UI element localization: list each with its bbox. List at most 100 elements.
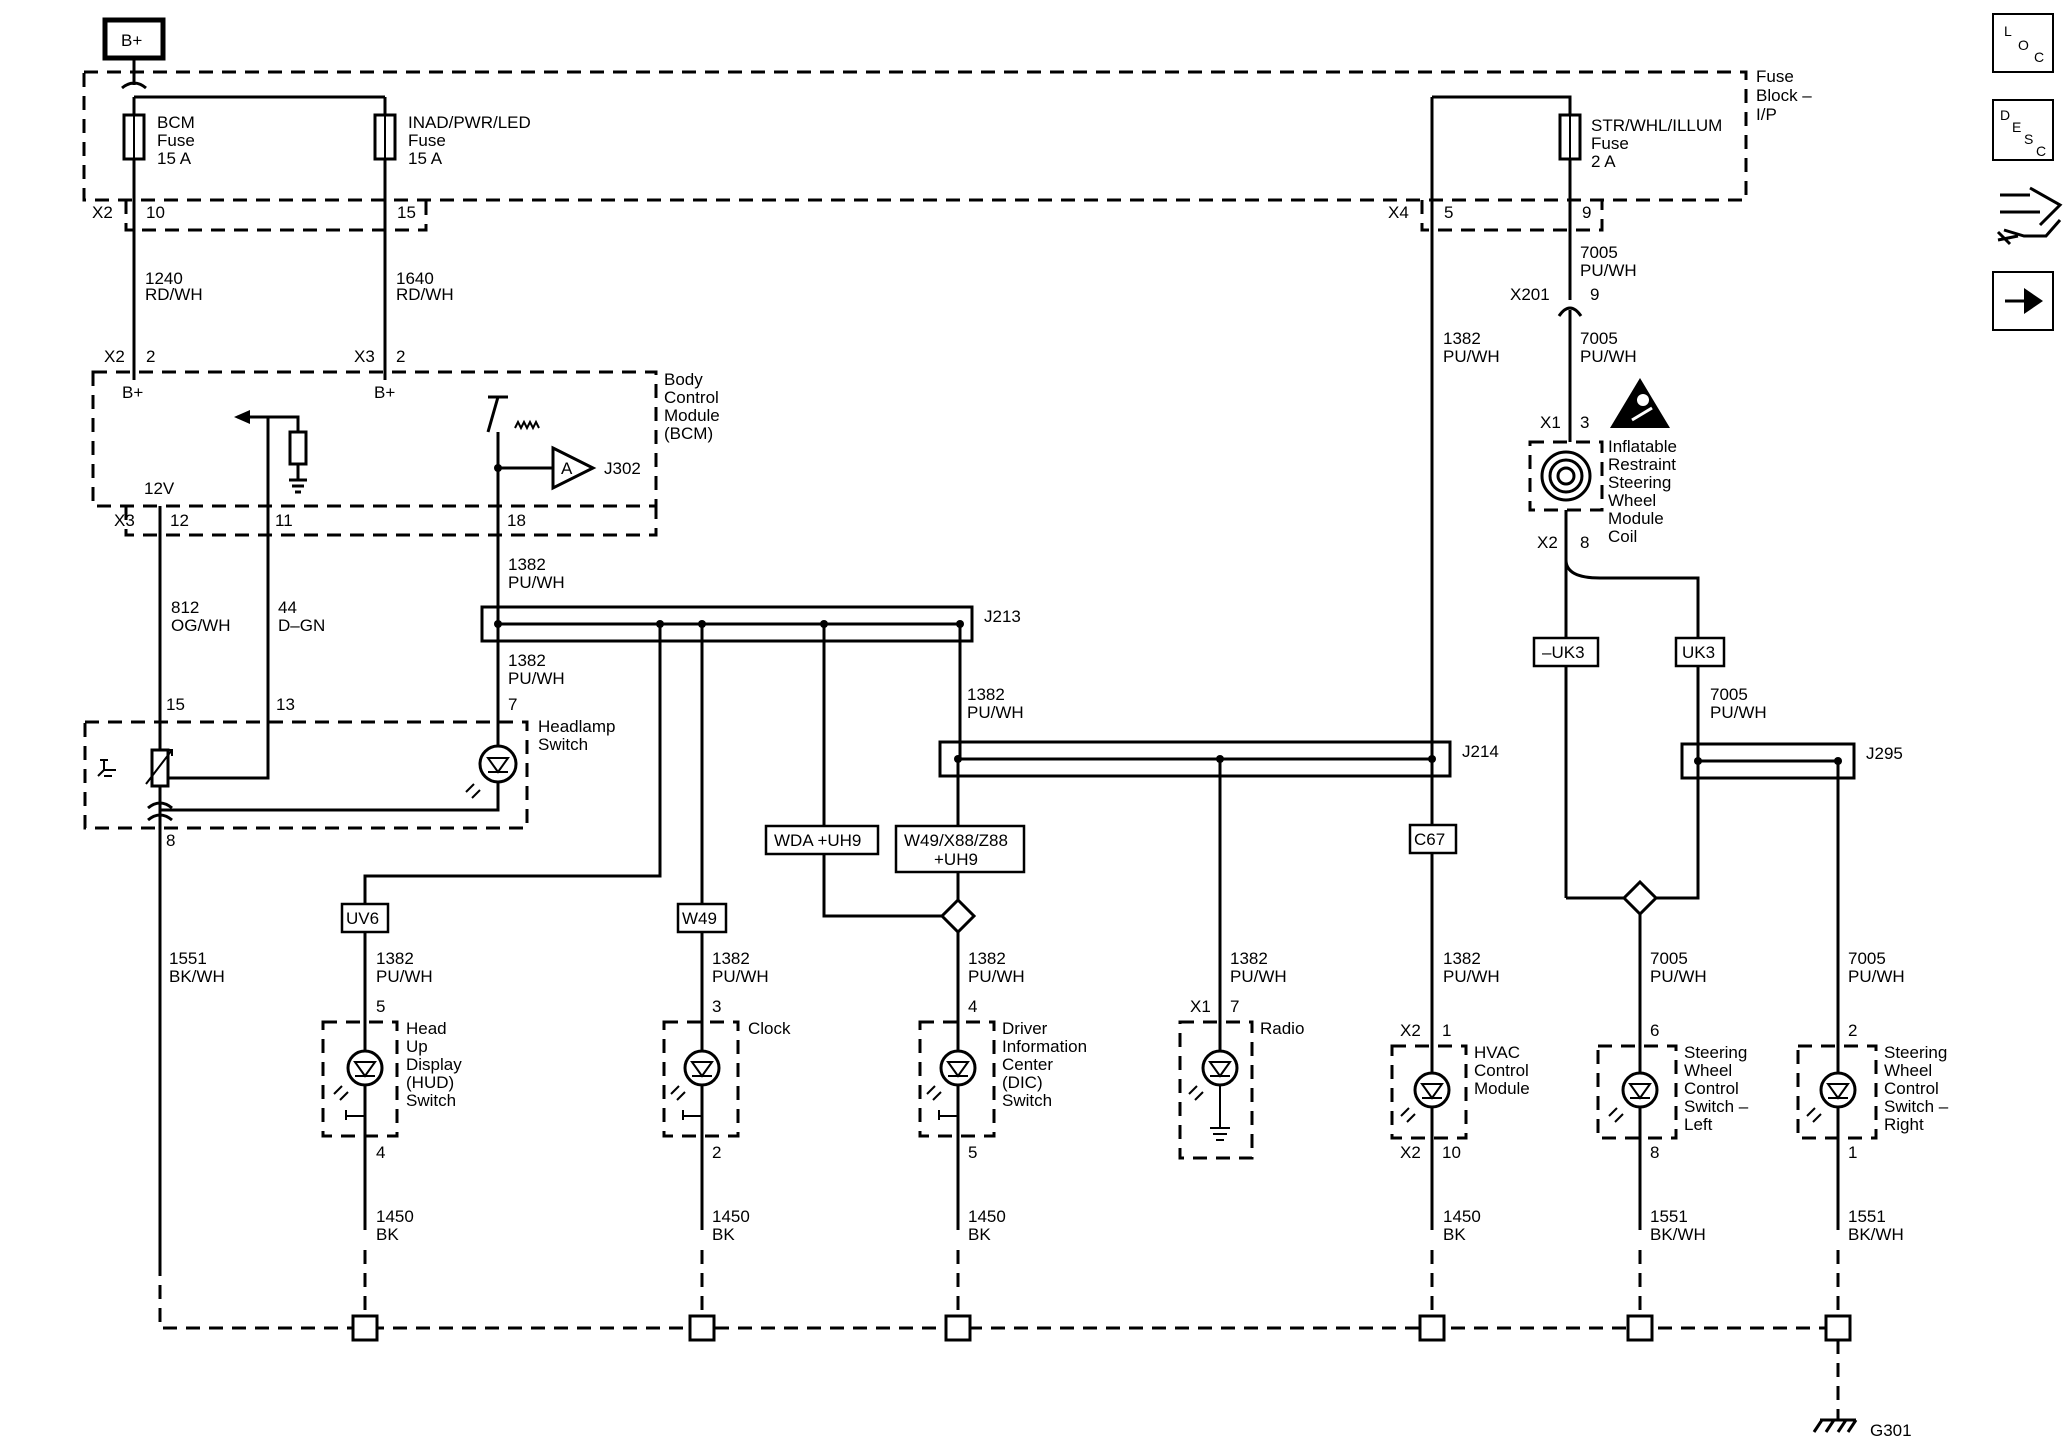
svg-text:PU/WH: PU/WH <box>376 967 433 986</box>
svg-text:Coil: Coil <box>1608 527 1637 546</box>
svg-text:Right: Right <box>1884 1115 1924 1134</box>
clock: Clock <box>662 1019 791 1138</box>
svg-text:PU/WH: PU/WH <box>1848 967 1905 986</box>
hvac-control-module: HVAC Control Module <box>1390 1043 1530 1140</box>
svg-text:12: 12 <box>170 511 189 530</box>
svg-text:Restraint: Restraint <box>1608 455 1676 474</box>
svg-text:B+: B+ <box>374 383 395 402</box>
svg-text:Module: Module <box>1474 1079 1530 1098</box>
svg-text:OG/WH: OG/WH <box>171 616 231 635</box>
svg-text:2: 2 <box>396 347 405 366</box>
svg-text:1382: 1382 <box>712 949 750 968</box>
svg-text:D: D <box>2000 107 2010 123</box>
svg-text:W49: W49 <box>682 909 717 928</box>
svg-text:PU/WH: PU/WH <box>1230 967 1287 986</box>
steering-wheel-control-switch-left: Steering Wheel Control Switch – Left <box>1596 1043 1749 1140</box>
svg-text:Driver: Driver <box>1002 1019 1048 1038</box>
option-uv6: UV6 <box>340 902 390 934</box>
svg-text:B+: B+ <box>122 383 143 402</box>
svg-text:12V: 12V <box>144 479 175 498</box>
svg-text:Control: Control <box>1884 1079 1939 1098</box>
location-button[interactable]: L O C <box>1992 13 2054 73</box>
svg-text:WDA +UH9: WDA +UH9 <box>774 831 861 850</box>
svg-text:Head: Head <box>406 1019 447 1038</box>
svg-text:PU/WH: PU/WH <box>1710 703 1767 722</box>
option-w49-x88-z88-uh9: W49/X88/Z88 +UH9 <box>894 824 1026 874</box>
svg-text:C: C <box>2034 49 2044 65</box>
svg-text:13: 13 <box>276 695 295 714</box>
svg-text:Module: Module <box>664 406 720 425</box>
svg-text:PU/WH: PU/WH <box>968 967 1025 986</box>
svg-text:BK/WH: BK/WH <box>169 967 225 986</box>
svg-text:X3: X3 <box>354 347 375 366</box>
description-button[interactable]: D E S C <box>1992 99 2054 161</box>
svg-text:Information: Information <box>1002 1037 1087 1056</box>
svg-text:5: 5 <box>1444 203 1453 222</box>
connector-tool-icon[interactable] <box>1996 186 2063 246</box>
svg-text:J214: J214 <box>1462 742 1499 761</box>
svg-text:18: 18 <box>507 511 526 530</box>
svg-text:UK3: UK3 <box>1682 643 1715 662</box>
svg-text:1382: 1382 <box>1443 949 1481 968</box>
svg-text:–UK3: –UK3 <box>1542 643 1585 662</box>
svg-text:44: 44 <box>278 598 297 617</box>
svg-text:8: 8 <box>1650 1143 1659 1162</box>
svg-text:(HUD): (HUD) <box>406 1073 454 1092</box>
body-control-module: Body Control Module (BCM) <box>91 370 720 508</box>
svg-text:1: 1 <box>1848 1143 1857 1162</box>
svg-text:4: 4 <box>376 1143 385 1162</box>
svg-text:1551: 1551 <box>1848 1207 1886 1226</box>
svg-text:Clock: Clock <box>748 1019 791 1038</box>
next-arrow-button[interactable] <box>1992 271 2054 331</box>
option-uk3: UK3 <box>1674 636 1726 668</box>
svg-text:RD/WH: RD/WH <box>396 285 454 304</box>
svg-text:2 A: 2 A <box>1591 152 1616 171</box>
svg-text:X1: X1 <box>1190 997 1211 1016</box>
svg-text:Fuse: Fuse <box>1756 67 1794 86</box>
svg-text:C: C <box>2036 143 2046 159</box>
svg-text:15: 15 <box>166 695 185 714</box>
svg-text:J302: J302 <box>604 459 641 478</box>
option-wda-uh9: WDA +UH9 <box>764 824 880 856</box>
inad-pwr-led-fuse: INAD/PWR/LED Fuse 15 A <box>373 113 531 168</box>
str-whl-illum-fuse: STR/WHL/ILLUM Fuse 2 A <box>1558 113 1722 171</box>
svg-text:UV6: UV6 <box>346 909 379 928</box>
svg-text:BK: BK <box>376 1225 399 1244</box>
svg-text:+UH9: +UH9 <box>934 850 978 869</box>
svg-text:X3: X3 <box>114 511 135 530</box>
svg-text:1: 1 <box>1442 1021 1451 1040</box>
airbag-warning-icon <box>1610 378 1670 428</box>
svg-text:7005: 7005 <box>1848 949 1886 968</box>
svg-text:BK: BK <box>1443 1225 1466 1244</box>
splice-j213: J213 <box>480 605 1021 643</box>
svg-text:Wheel: Wheel <box>1608 491 1656 510</box>
svg-text:1450: 1450 <box>712 1207 750 1226</box>
svg-text:HVAC: HVAC <box>1474 1043 1520 1062</box>
svg-text:1450: 1450 <box>376 1207 414 1226</box>
svg-text:Center: Center <box>1002 1055 1053 1074</box>
svg-text:2: 2 <box>712 1143 721 1162</box>
svg-text:4: 4 <box>968 997 977 1016</box>
svg-text:(BCM): (BCM) <box>664 424 713 443</box>
option-w49: W49 <box>676 902 728 934</box>
svg-text:6: 6 <box>1650 1021 1659 1040</box>
svg-text:PU/WH: PU/WH <box>967 703 1024 722</box>
svg-text:Wheel: Wheel <box>1884 1061 1932 1080</box>
svg-text:PU/WH: PU/WH <box>1443 347 1500 366</box>
svg-text:15 A: 15 A <box>157 149 192 168</box>
svg-text:7005: 7005 <box>1710 685 1748 704</box>
svg-text:D–GN: D–GN <box>278 616 325 635</box>
svg-text:1382: 1382 <box>508 651 546 670</box>
svg-text:J213: J213 <box>984 607 1021 626</box>
svg-text:Control: Control <box>1684 1079 1739 1098</box>
svg-text:Radio: Radio <box>1260 1019 1304 1038</box>
svg-text:Wheel: Wheel <box>1684 1061 1732 1080</box>
svg-text:(DIC): (DIC) <box>1002 1073 1043 1092</box>
svg-text:S: S <box>2024 131 2033 147</box>
svg-text:PU/WH: PU/WH <box>1443 967 1500 986</box>
svg-text:Left: Left <box>1684 1115 1713 1134</box>
option-c67: C67 <box>1408 823 1458 855</box>
svg-text:Up: Up <box>406 1037 428 1056</box>
svg-text:STR/WHL/ILLUM: STR/WHL/ILLUM <box>1591 116 1722 135</box>
svg-text:Headlamp: Headlamp <box>538 717 616 736</box>
